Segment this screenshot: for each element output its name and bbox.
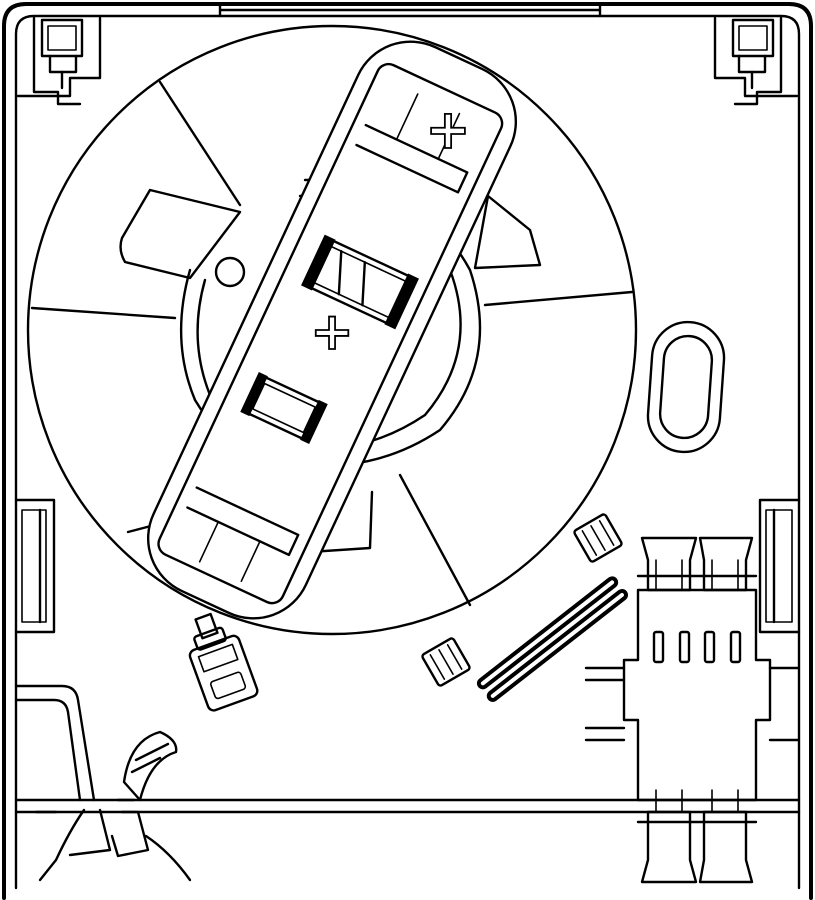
corner-latch-top-right xyxy=(715,18,797,104)
side-notch-left xyxy=(16,500,54,632)
corner-latch-top-left xyxy=(18,18,100,104)
polarity-mark-top: + xyxy=(424,97,471,162)
battery-contact-bottom xyxy=(240,372,328,444)
small-pad-upper xyxy=(573,513,622,562)
contact-strip xyxy=(477,577,627,702)
small-pad-lower xyxy=(421,637,470,686)
polarity-plus-center: + xyxy=(310,302,354,362)
alignment-circle xyxy=(216,258,244,286)
cable-tie xyxy=(112,732,190,880)
side-notch-right xyxy=(760,500,799,632)
dust-cap-connector xyxy=(179,608,259,712)
housing-frame xyxy=(4,4,811,898)
mounting-slot xyxy=(646,320,727,455)
battery-door xyxy=(129,23,535,638)
polarity-plus-top: + xyxy=(425,98,470,161)
fiber-adapter xyxy=(586,538,798,882)
polarity-mark-center: + xyxy=(309,301,354,363)
battery-contact-top xyxy=(301,234,419,330)
cable-channel-bottom-left xyxy=(16,686,110,880)
